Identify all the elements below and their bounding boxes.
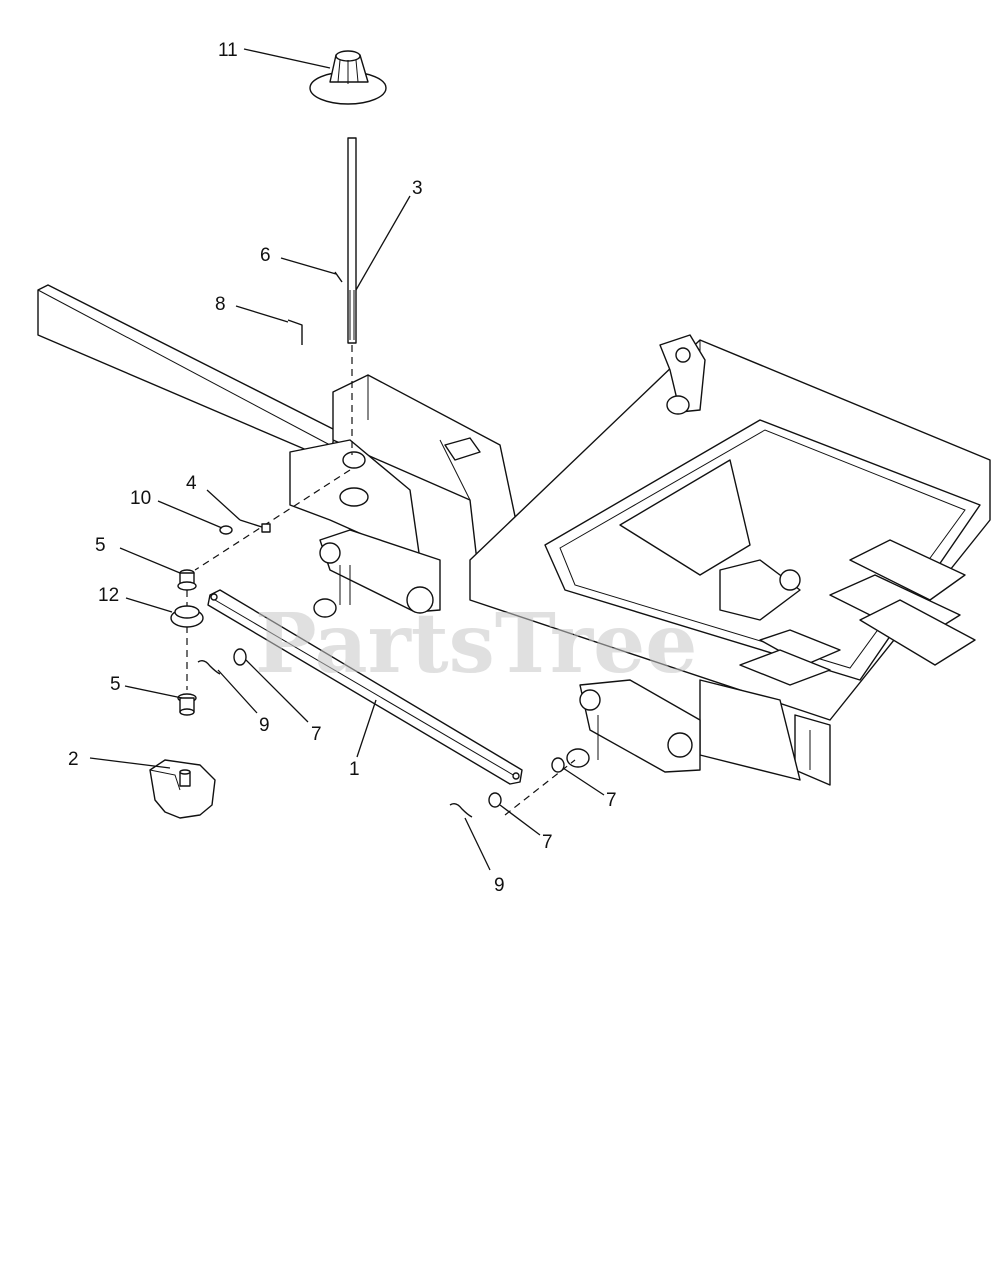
frame-right-section (469, 334, 991, 786)
callout-7-bottom: 7 (542, 832, 553, 853)
part-9-clip-b (449, 802, 473, 818)
callout-labels: 11 3 6 8 4 10 5 12 5 9 7 1 2 7 7 9 (68, 40, 617, 896)
part-9-clip-a (197, 659, 221, 675)
part-3-shaft (347, 137, 357, 344)
part-7-washer-b (551, 757, 565, 773)
callout-5-upper: 5 (95, 535, 106, 556)
part-11-hub (309, 50, 387, 105)
callout-5-lower: 5 (110, 674, 121, 695)
callout-9-left: 9 (259, 715, 270, 736)
leader-lines (89, 48, 605, 871)
callout-12: 12 (98, 585, 119, 606)
part-10-nut (219, 525, 233, 535)
part-4-bolt (239, 519, 271, 533)
callout-11: 11 (218, 40, 238, 61)
callout-4: 4 (186, 473, 197, 494)
callout-6: 6 (260, 245, 271, 266)
watermark-text: PartsTree (255, 596, 697, 692)
part-5-bushing-upper (177, 569, 197, 591)
part-1-link-rod (207, 589, 523, 785)
part-8-key (287, 319, 303, 345)
callout-2: 2 (68, 749, 79, 770)
frame-center-housing (289, 374, 526, 618)
callout-10: 10 (130, 488, 151, 509)
callout-9-bottom: 9 (494, 875, 505, 896)
callout-7-left: 7 (311, 724, 322, 745)
callout-7-right: 7 (606, 790, 617, 811)
callout-8: 8 (215, 294, 226, 315)
part-12-gear (170, 605, 204, 628)
part-5-bushing-lower (177, 693, 197, 716)
callout-3: 3 (412, 178, 423, 199)
part-6-pin (334, 271, 343, 283)
callout-1: 1 (349, 759, 360, 780)
part-7-washer-a (233, 648, 247, 666)
frame-left-rail (37, 284, 336, 461)
part-2-sprocket (149, 759, 216, 819)
part-7-washer-c (488, 792, 502, 808)
